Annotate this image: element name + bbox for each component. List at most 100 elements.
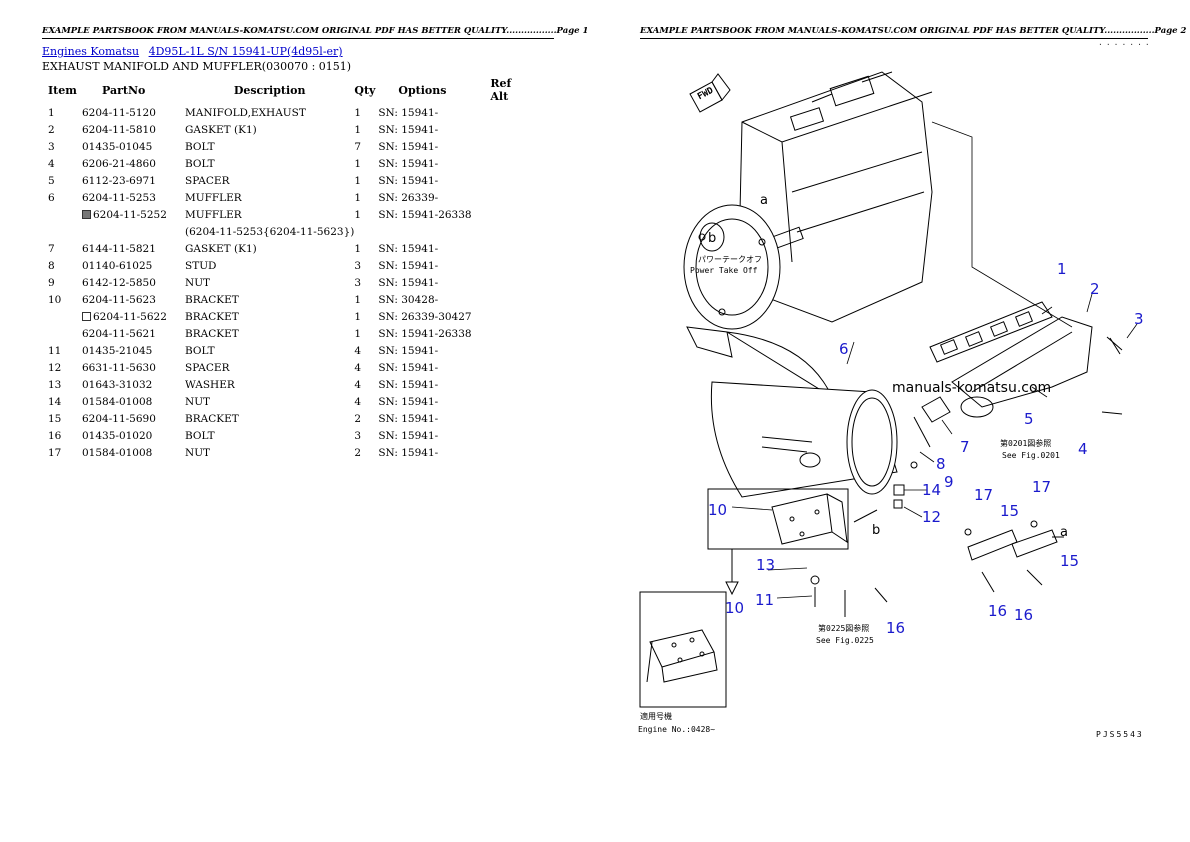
cell-item-text: 5 xyxy=(48,174,55,187)
cell-description-text: BRACKET xyxy=(185,310,239,323)
manifold-gasket xyxy=(929,301,1053,363)
breadcrumb-link-engines[interactable]: Engines Komatsu xyxy=(42,45,140,58)
cell-partno-text: 6142-12-5850 xyxy=(82,276,156,289)
cell-description-text: BOLT xyxy=(185,157,215,170)
cell-options: SN: 15941- xyxy=(378,155,490,172)
cell-partno: 01435-21045 xyxy=(82,342,185,359)
cell-options: SN: 15941- xyxy=(378,121,490,138)
cell-item: 16 xyxy=(44,427,82,444)
cell-qty: 4 xyxy=(354,393,378,410)
cell-partno: 6142-12-5850 xyxy=(82,274,185,291)
cell-item: 5 xyxy=(44,172,82,189)
page2-header: EXAMPLE PARTSBOOK FROM MANUALS-KOMATSU.C… xyxy=(640,26,1186,39)
cell-qty: 1 xyxy=(354,104,378,121)
callout-11: 11 xyxy=(755,591,774,609)
callout-1: 1 xyxy=(1057,260,1067,278)
cell-partno-text: 01584-01008 xyxy=(82,446,153,459)
cell-options: SN: 15941- xyxy=(378,359,490,376)
cell-description: NUT xyxy=(185,393,354,410)
cell-partno-text: 6204-11-5623 xyxy=(82,293,156,306)
cell-description-text: GASKET (K1) xyxy=(185,242,257,255)
leader-lines xyxy=(731,121,1138,599)
cell-options xyxy=(378,223,490,240)
cell-ref-alt xyxy=(490,138,530,155)
pto-label-jp: パワーテークオフ xyxy=(698,255,762,264)
cell-options: SN: 15941- xyxy=(378,342,490,359)
callout-b2: b xyxy=(872,523,880,538)
callout-16a: 16 xyxy=(886,619,905,637)
cell-partno: 6112-23-6971 xyxy=(82,172,185,189)
cell-item-text: 2 xyxy=(48,123,55,136)
cell-qty-text: 3 xyxy=(354,276,362,289)
cell-item: 7 xyxy=(44,240,82,257)
callout-b1: b xyxy=(708,231,716,246)
cell-options: SN: 15941-26338 xyxy=(378,325,490,342)
cell-description-text: NUT xyxy=(185,276,211,289)
cell-qty: 3 xyxy=(354,257,378,274)
cell-item-text: 3 xyxy=(48,140,55,153)
cell-qty: 4 xyxy=(354,376,378,393)
cell-item: 11 xyxy=(44,342,82,359)
cell-description-text: NUT xyxy=(185,395,211,408)
cell-partno-text: 6204-11-5252 xyxy=(93,208,167,221)
cell-qty: 4 xyxy=(354,359,378,376)
callout-7: 7 xyxy=(960,438,970,456)
cell-options-text: SN: 15941- xyxy=(378,157,439,170)
cell-qty: 1 xyxy=(354,325,378,342)
engine-block xyxy=(739,71,933,323)
muffler-gasket xyxy=(910,396,951,469)
cell-options-text: SN: 26339-30427 xyxy=(378,310,472,323)
callout-5: 5 xyxy=(1024,410,1034,428)
cell-partno-text: 6144-11-5821 xyxy=(82,242,156,255)
cell-ref-alt xyxy=(490,189,530,206)
cell-description: BOLT xyxy=(185,427,354,444)
cell-ref-alt xyxy=(490,444,530,461)
exploded-diagram: 1 2 3 4 5 6 7 8 9 10 10 11 12 13 14 15 1… xyxy=(638,71,1144,734)
cell-description: NUT xyxy=(185,444,354,461)
cell-options: SN: 15941- xyxy=(378,427,490,444)
cell-partno: 01584-01008 xyxy=(82,393,185,410)
cell-qty: 1 xyxy=(354,172,378,189)
cell-partno: 01140-61025 xyxy=(82,257,185,274)
engine-no-en: Engine No.:0428~ xyxy=(638,725,715,734)
callout-14: 14 xyxy=(922,481,941,499)
cell-partno-text: 01643-31032 xyxy=(82,378,153,391)
cell-qty-text: 2 xyxy=(354,412,362,425)
cell-partno: 6631-11-5630 xyxy=(82,359,185,376)
fwd-arrow-icon xyxy=(689,73,731,113)
cell-qty-text: 7 xyxy=(354,140,362,153)
callout-17b: 17 xyxy=(1032,478,1051,496)
callout-8: 8 xyxy=(936,455,946,473)
cell-item: 15 xyxy=(44,410,82,427)
cell-options-text: SN: 26339- xyxy=(378,191,439,204)
cell-options-text: SN: 15941- xyxy=(378,412,439,425)
breadcrumb-link-model[interactable]: 4D95L-1L S/N 15941-UP(4d95l-er) xyxy=(148,45,343,58)
col-options: Options xyxy=(398,83,447,97)
cell-partno-text: 6204-11-5253 xyxy=(82,191,156,204)
cell-qty-text: 1 xyxy=(354,208,362,221)
cell-ref-alt xyxy=(490,257,530,274)
callout-12: 12 xyxy=(922,508,941,526)
cell-description-text: MUFFLER xyxy=(185,191,242,204)
cell-partno xyxy=(82,223,185,240)
cell-description-text: MUFFLER xyxy=(185,208,242,221)
page1-header: EXAMPLE PARTSBOOK FROM MANUALS-KOMATSU.C… xyxy=(42,26,588,39)
bracket-detail xyxy=(639,591,727,708)
callout-2: 2 xyxy=(1090,280,1100,298)
callout-3: 3 xyxy=(1134,310,1144,328)
watermark: manuals-komatsu.com xyxy=(892,380,1051,396)
callout-16b: 16 xyxy=(988,602,1007,620)
cell-description: BOLT xyxy=(185,138,354,155)
cell-description-text: SPACER xyxy=(185,174,230,187)
cell-item-text: 7 xyxy=(48,242,55,255)
cell-partno: 01584-01008 xyxy=(82,444,185,461)
cell-partno-text: 01435-21045 xyxy=(82,344,153,357)
cell-partno: 6204-11-5253 xyxy=(82,189,185,206)
parts-table: Item PartNo Description Qty Options Ref … xyxy=(44,76,530,461)
